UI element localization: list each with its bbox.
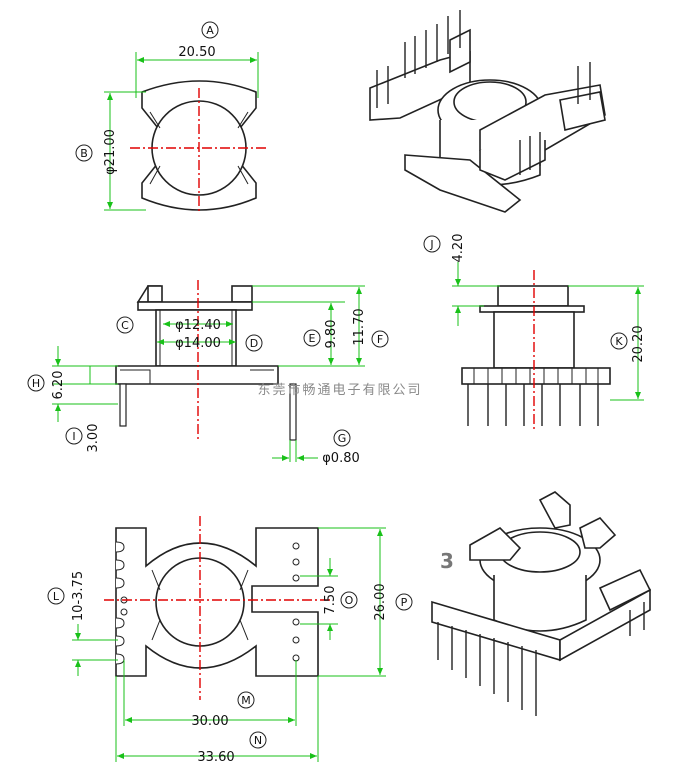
dim-m-value: 30.00 (191, 714, 228, 729)
company-watermark: 东莞市畅通电子有限公司 (257, 382, 422, 398)
label-n: N (254, 734, 262, 747)
label-l: L (53, 590, 60, 603)
dim-n-value: 33.60 (197, 750, 234, 765)
isometric-view-bottom: 3 (431, 491, 652, 716)
top-view: 20.50 A φ21.00 B (75, 21, 268, 212)
dim-k-value: 20.20 (631, 325, 646, 362)
side-view: 4.20 J 20.20 K (423, 234, 646, 430)
dim-c-value: φ12.40 (175, 318, 221, 333)
dim-j-value: 4.20 (451, 234, 466, 263)
dim-p-value: 26.00 (373, 583, 388, 620)
view-number: 3 (440, 549, 454, 573)
dim-l-value: 10-3.75 (71, 571, 86, 621)
label-f: F (377, 333, 383, 346)
dim-d-value: φ14.00 (175, 336, 221, 351)
dim-b-value: φ21.00 (103, 129, 118, 175)
label-d: D (250, 337, 258, 350)
label-j: J (429, 238, 433, 251)
dim-g-value: φ0.80 (322, 451, 360, 466)
dim-f-value: 11.70 (352, 308, 367, 345)
label-p: P (401, 596, 408, 609)
label-c: C (121, 319, 129, 332)
dim-o-value: 7.50 (323, 586, 338, 615)
label-e: E (309, 332, 316, 345)
label-g: G (338, 432, 347, 445)
bottom-view: 10-3.75 L 7.50 O 26.00 P 30.00 M 33.60 N (47, 516, 413, 765)
dim-i-value: 3.00 (86, 424, 101, 453)
label-h: H (32, 377, 40, 390)
label-m: M (241, 694, 251, 707)
label-k: K (615, 335, 623, 348)
dim-a-value: 20.50 (178, 45, 215, 60)
dim-e-value: 9.80 (324, 320, 339, 349)
label-o: O (345, 594, 354, 607)
dim-h-value: 6.20 (51, 371, 66, 400)
label-i: I (72, 430, 75, 443)
label-a: A (206, 24, 214, 37)
front-view: φ12.40 C φ14.00 D 9.80 E 11.70 F 6.20 H … (27, 280, 389, 466)
isometric-view-top (369, 10, 606, 213)
label-b: B (80, 147, 88, 160)
